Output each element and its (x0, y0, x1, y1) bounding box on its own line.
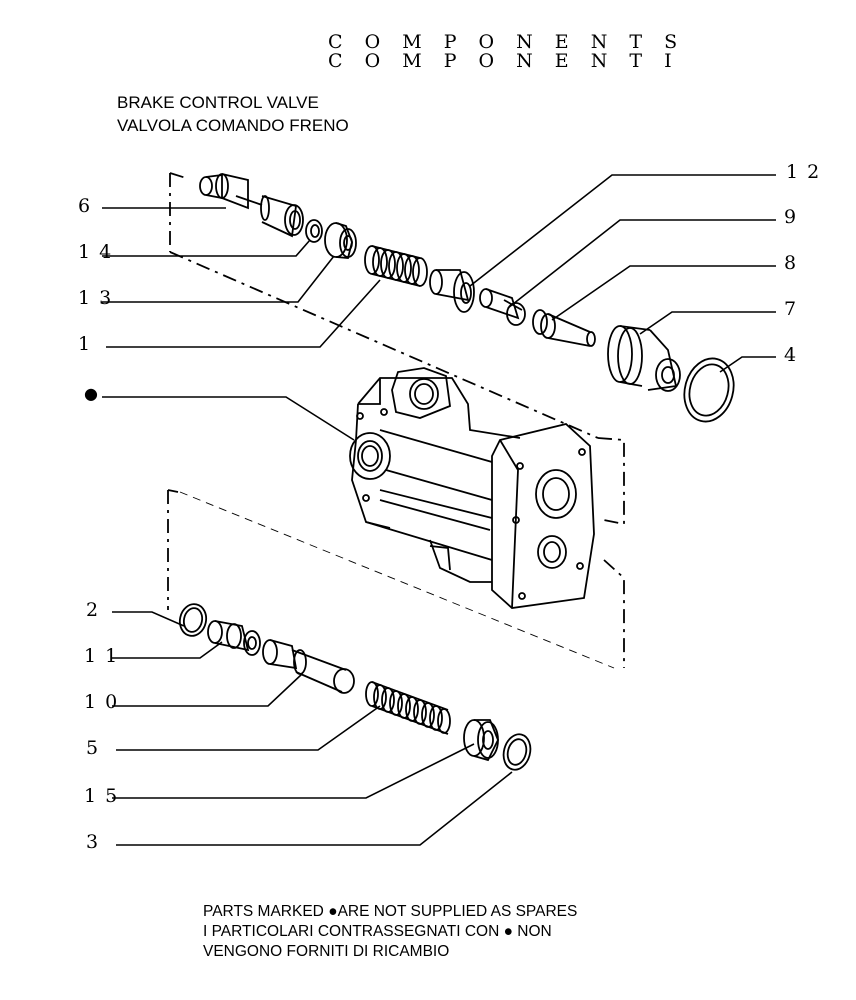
part-8-pin (532, 309, 596, 347)
footer-note-it-part2: NON (512, 923, 552, 940)
part-4-o-ring (683, 357, 735, 423)
callout-4: 4 (784, 344, 806, 366)
header-components-en: C O M P O N E N T S (328, 31, 686, 53)
part-5-spring (365, 681, 451, 735)
callout-3: 3 (86, 831, 108, 853)
part-13-bushing (324, 222, 357, 259)
part-15-cap (463, 719, 499, 762)
callout-marked-part: ● (84, 384, 107, 403)
footer-note-it-2: VENGONO FORNITI DI RICAMBIO (203, 943, 450, 960)
lower-assembly-guides (167, 489, 625, 668)
callout-1: 1 (78, 333, 100, 355)
title-it: VALVOLA COMANDO FRENO (117, 116, 349, 135)
part-10-piston (262, 639, 355, 694)
part-11-sleeve (207, 620, 261, 656)
title-en: BRAKE CONTROL VALVE (117, 93, 319, 112)
callout-13: 13 (78, 287, 121, 309)
callout-11: 11 (84, 645, 127, 667)
bullet-marker-icon: ● (503, 923, 513, 940)
part-14-o-ring (305, 219, 323, 243)
leader-lines (102, 174, 776, 846)
callout-6: 6 (78, 195, 100, 217)
footer-note-it-part1: I PARTICOLARI CONTRASSEGNATI CON (203, 923, 504, 940)
part-2-o-ring (178, 603, 208, 637)
footer-note-en-part1: PARTS MARKED (203, 903, 329, 920)
callout-8: 8 (784, 252, 806, 274)
footer-note-en: PARTS MARKED ●ARE NOT SUPPLIED AS SPARES (203, 902, 577, 921)
footer-note-en-part2: ARE NOT SUPPLIED AS SPARES (337, 903, 578, 920)
bullet-marker-icon: ● (328, 903, 338, 920)
header-components-it: C O M P O N E N T I (328, 50, 680, 72)
part-6-plunger (199, 173, 304, 238)
part-3-o-ring (502, 733, 532, 771)
part-12-cup (429, 269, 475, 313)
callout-12: 12 (786, 161, 829, 183)
callout-15: 15 (84, 785, 127, 807)
callout-10: 10 (84, 691, 127, 713)
callout-9: 9 (784, 206, 806, 228)
callout-2: 2 (86, 599, 108, 621)
upper-assembly-guides (169, 172, 625, 526)
part-1-spring (364, 245, 428, 287)
callout-7: 7 (784, 298, 806, 320)
callout-14: 14 (78, 241, 121, 263)
part-7-plug (607, 325, 681, 392)
footer-note-it-1: I PARTICOLARI CONTRASSEGNATI CON ● NON (203, 922, 552, 941)
callout-5: 5 (86, 737, 108, 759)
valve-body (349, 367, 595, 609)
part-9-poppet (479, 288, 526, 326)
